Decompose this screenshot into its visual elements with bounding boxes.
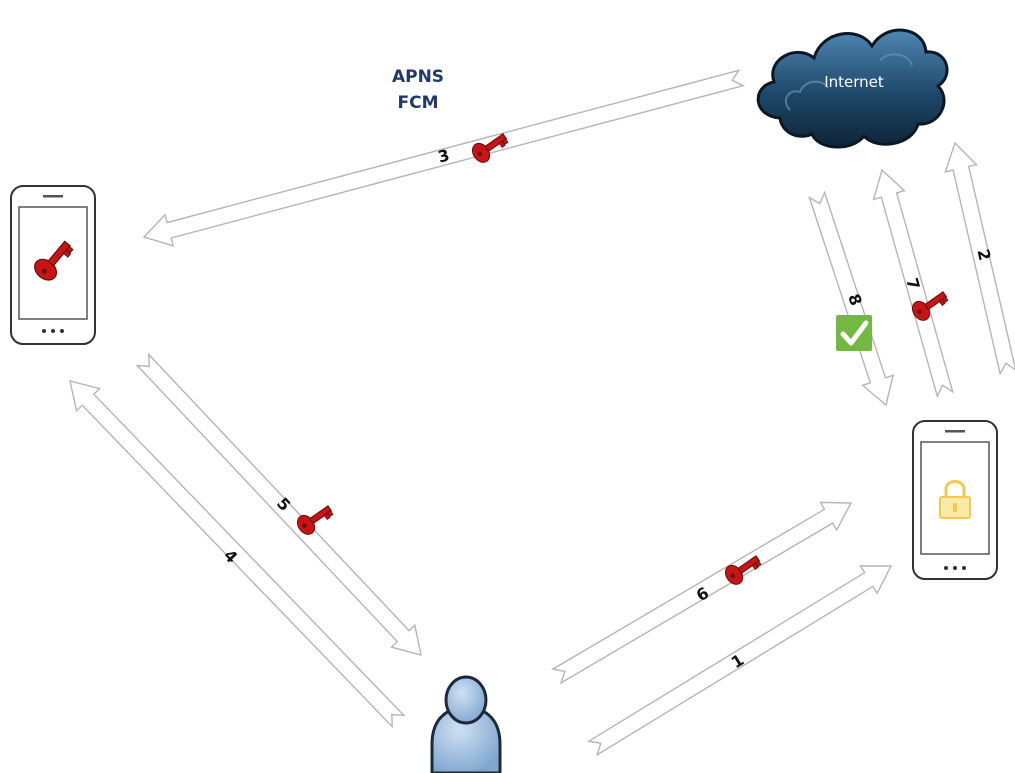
arrow-number-2: 2 [973, 247, 994, 262]
arrow-shape [944, 141, 1015, 376]
checkmark-icon [836, 315, 872, 351]
apns-label: APNS [392, 67, 444, 87]
arrow-7: 7 [872, 168, 954, 399]
arrow-6: 6 [550, 501, 853, 685]
lock-icon [939, 480, 971, 519]
fcm-label: FCM [397, 93, 438, 113]
left-phone-icon [10, 185, 96, 345]
arrow-shape [872, 168, 954, 399]
cloud-label: Internet [824, 73, 884, 91]
user-icon [430, 675, 502, 773]
arrow-shape [586, 565, 893, 757]
arrow-1: 1 [586, 565, 893, 757]
arrow-2: 2 [944, 141, 1015, 376]
arrow-4: 4 [69, 380, 406, 729]
arrow-shape [550, 501, 853, 685]
arrow-8: 8 [808, 190, 895, 407]
arrow-shape [69, 380, 406, 729]
arrow-shape [142, 69, 746, 247]
cloud-icon: Internet [756, 28, 949, 149]
arrow-5: 5 [135, 352, 422, 656]
arrow-shape [135, 352, 422, 656]
arrow-number-3: 3 [436, 145, 452, 166]
right-phone-icon [912, 420, 998, 580]
arrows-layer: 1 2 3 456 78 [69, 69, 1015, 757]
arrow-shape [808, 190, 895, 407]
arrow-number-7: 7 [902, 276, 923, 292]
arrow-3: 3 [142, 69, 746, 247]
